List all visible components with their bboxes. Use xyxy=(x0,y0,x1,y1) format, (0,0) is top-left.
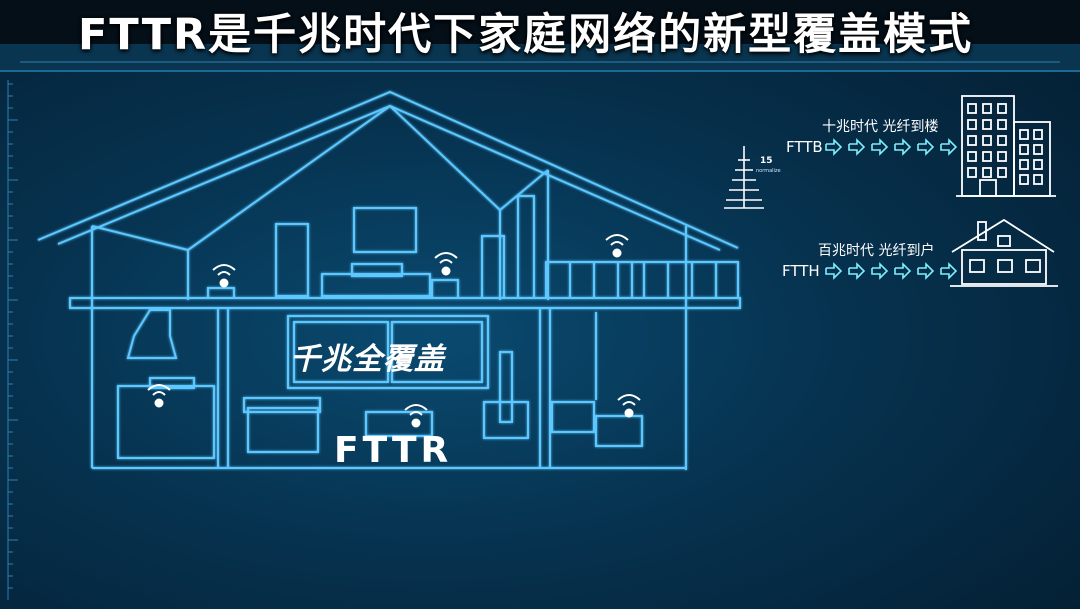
house-roof-inner xyxy=(57,104,721,251)
sofa xyxy=(247,407,319,453)
wall-picture xyxy=(353,207,417,253)
range-hood xyxy=(126,309,178,359)
toilet xyxy=(595,415,643,447)
ftth-era-label: 百兆时代 光纤到户 xyxy=(818,243,935,259)
balcony-railing xyxy=(545,261,739,299)
ruler-band xyxy=(0,44,1080,72)
tower-subtext: normalize xyxy=(756,168,781,174)
coverage-text: 千兆全覆盖 xyxy=(290,342,445,377)
arrow-icon xyxy=(894,138,912,156)
wifi-icon xyxy=(404,404,428,428)
signal-tower-icon xyxy=(724,146,764,209)
arrow-icon xyxy=(940,262,958,280)
top-black-band xyxy=(0,0,1080,44)
arrow-icon xyxy=(917,262,935,280)
fttb-label: FTTB xyxy=(786,138,823,156)
tv xyxy=(499,351,513,423)
wifi-icon xyxy=(147,384,171,408)
building-icon xyxy=(956,95,1056,197)
arrow-icon xyxy=(871,138,889,156)
arrow-icon xyxy=(848,262,866,280)
bathtub xyxy=(551,401,595,433)
house-roof xyxy=(37,90,739,249)
house-icon xyxy=(950,218,1058,287)
arrow-icon xyxy=(894,262,912,280)
tower-number: 15 xyxy=(760,156,773,166)
arrow-icon xyxy=(825,138,843,156)
subtitle-caption: FTTR是千兆时代下家庭网络的新型覆盖模式 xyxy=(0,0,1080,60)
wifi-icon xyxy=(212,264,236,288)
upper-floor xyxy=(69,297,741,309)
wardrobe xyxy=(481,235,505,299)
arrow-icon xyxy=(940,138,958,156)
wifi-icon xyxy=(434,252,458,276)
arrow-icon xyxy=(871,262,889,280)
arrow-icon xyxy=(848,138,866,156)
ftth-label: FTTH xyxy=(782,262,820,280)
arrow-row-fttb xyxy=(825,138,958,156)
bed xyxy=(321,273,431,297)
fttr-text: FTTR xyxy=(334,430,453,471)
wifi-icon xyxy=(605,234,629,258)
arrow-icon xyxy=(917,138,935,156)
arrow-row-ftth xyxy=(825,262,958,280)
kitchen-counter xyxy=(117,385,215,459)
coffee-table xyxy=(365,411,433,437)
wifi-icon xyxy=(617,394,641,418)
subtitle-text: FTTR是千兆时代下家庭网络的新型覆盖模式 xyxy=(78,10,974,60)
fttb-era-label: 十兆时代 光纤到楼 xyxy=(822,119,939,135)
bedroom-door xyxy=(275,223,309,297)
attic-ceiling xyxy=(91,104,549,252)
arrow-icon xyxy=(825,262,843,280)
ruler-ticks xyxy=(7,61,1060,600)
living-window xyxy=(287,315,489,389)
